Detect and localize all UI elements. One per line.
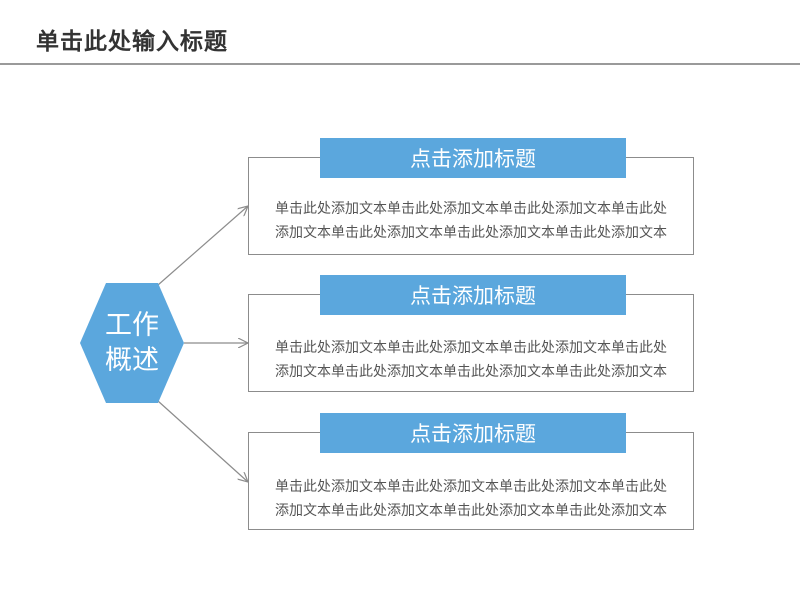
item-text-3-line-2: 添加文本单击此处添加文本单击此处添加文本单击此处添加文本 — [275, 503, 667, 519]
center-hexagon — [80, 283, 184, 403]
item-text-1[interactable]: 单击此处添加文本单击此处添加文本单击此处添加文本单击此处 添加文本单击此处添加文… — [262, 197, 680, 245]
item-text-3[interactable]: 单击此处添加文本单击此处添加文本单击此处添加文本单击此处 添加文本单击此处添加文… — [262, 475, 680, 523]
item-title-3[interactable]: 点击添加标题 — [320, 413, 626, 453]
item-text-2-line-1: 单击此处添加文本单击此处添加文本单击此处添加文本单击此处 — [275, 340, 667, 356]
title-divider — [0, 63, 800, 65]
slide-title: 单击此处输入标题 — [36, 29, 228, 55]
item-text-2-line-2: 添加文本单击此处添加文本单击此处添加文本单击此处添加文本 — [275, 364, 667, 380]
item-text-2[interactable]: 单击此处添加文本单击此处添加文本单击此处添加文本单击此处 添加文本单击此处添加文… — [262, 336, 680, 384]
center-label-line-2: 概述 — [105, 345, 159, 376]
item-title-1[interactable]: 点击添加标题 — [320, 138, 626, 178]
arrow-to-item-3 — [157, 400, 248, 482]
center-label-line-1: 工作 — [105, 310, 159, 341]
item-text-3-line-1: 单击此处添加文本单击此处添加文本单击此处添加文本单击此处 — [275, 479, 667, 495]
item-title-2[interactable]: 点击添加标题 — [320, 275, 626, 315]
item-text-1-line-1: 单击此处添加文本单击此处添加文本单击此处添加文本单击此处 — [275, 201, 667, 217]
item-text-1-line-2: 添加文本单击此处添加文本单击此处添加文本单击此处添加文本 — [275, 225, 667, 241]
center-label: 工作 概述 — [80, 283, 184, 403]
arrow-to-item-1 — [157, 206, 248, 286]
